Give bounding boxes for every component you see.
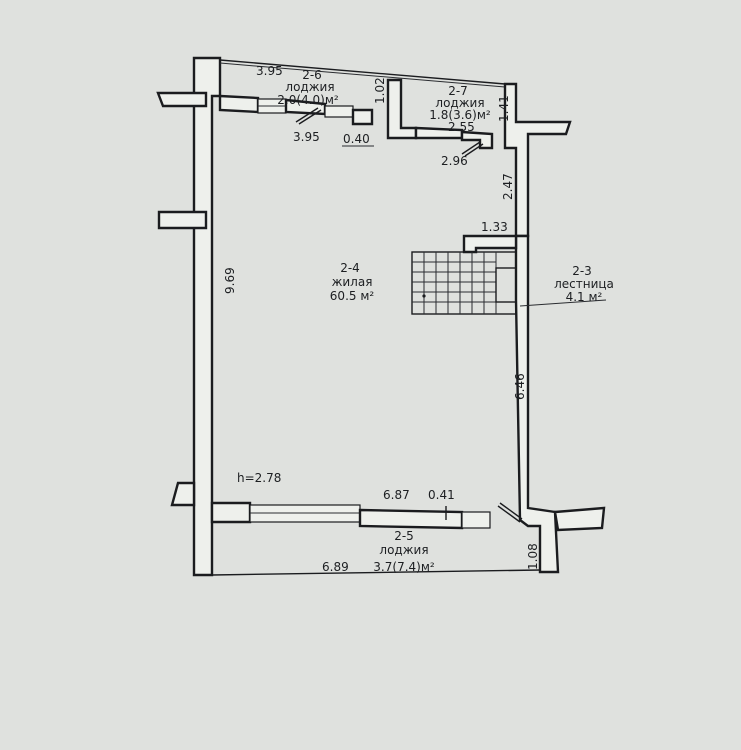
dim-3-95-top: 3.95 [256, 64, 283, 78]
dim-1-08: 1.08 [526, 543, 540, 570]
wall-loggia-2-7-right [460, 130, 494, 150]
door-leaf-2-7 [461, 141, 481, 155]
wall-loggia-2-6-inner [218, 94, 260, 114]
room-2-4-area: 60.5 м² [330, 289, 375, 303]
door-leaf-2-6 [295, 107, 319, 123]
window-loggia-2-6b [324, 105, 354, 118]
dim-9-69: 9.69 [223, 267, 237, 294]
dim-6-46: 6.46 [513, 373, 527, 400]
dim-3-95-bottom: 3.95 [293, 130, 320, 144]
door-leaf-2-5b [499, 502, 523, 520]
room-2-3-name: лестница [554, 277, 614, 291]
loggia-front-line-2 [219, 62, 506, 88]
room-2-6-name: лоджия [285, 80, 334, 94]
wall-right-top [503, 82, 572, 238]
wall-loggia-2-6-right [351, 108, 374, 126]
leader-2-3 [519, 299, 607, 307]
dim-1-33: 1.33 [481, 220, 508, 234]
room-2-3-area: 4.1 м² [566, 290, 603, 304]
room-2-4-id: 2-4 [340, 261, 360, 275]
room-2-5-area: 3.7(7.4)м² [373, 560, 435, 574]
room-2-4-name: жилая [332, 275, 373, 289]
room-2-6-area: 2.0(4.0)м² [277, 93, 339, 107]
dim-0-41: 0.41 [428, 488, 455, 502]
door-leaf-2-6b [298, 109, 322, 125]
wall-left-stub-top [156, 91, 208, 108]
room-2-6-id: 2-6 [302, 68, 322, 82]
wall-left-stub-bottom [170, 481, 196, 507]
dim-2-47: 2.47 [501, 173, 515, 200]
stair-treads [411, 251, 517, 315]
dim-6-87: 6.87 [383, 488, 410, 502]
room-2-5-id: 2-5 [394, 529, 414, 543]
room-2-5-name: лоджия [379, 543, 428, 557]
wall-right-stub-bottom [553, 506, 606, 532]
dim-6-89: 6.89 [322, 560, 349, 574]
room-2-7-id: 2-7 [448, 84, 468, 98]
dim-2-55: 2.55 [448, 120, 475, 134]
wall-left-stub-mid [157, 210, 208, 230]
room-2-3-id: 2-3 [572, 264, 592, 278]
dim-1-02: 1.02 [373, 77, 387, 104]
door-leaf-2-5 [497, 505, 521, 523]
room-2-7-area: 1.8(3.6)м² [429, 108, 491, 122]
loggia-2-5-front-line [211, 569, 541, 576]
ceiling-height: h=2.78 [237, 471, 281, 485]
room-2-7-name: лоджия [435, 96, 484, 110]
door-leaf-2-7b [464, 143, 484, 157]
dim-1-41: 1.41 [497, 95, 511, 122]
loggia-front-line [219, 59, 506, 85]
window-bottom-right [461, 511, 491, 529]
dim-2-96: 2.96 [441, 154, 468, 168]
wall-right-main [514, 234, 560, 574]
wall-bottom-left [210, 501, 252, 524]
dim-0-40: 0.40 [343, 132, 370, 146]
wall-bottom-mid [358, 508, 464, 530]
